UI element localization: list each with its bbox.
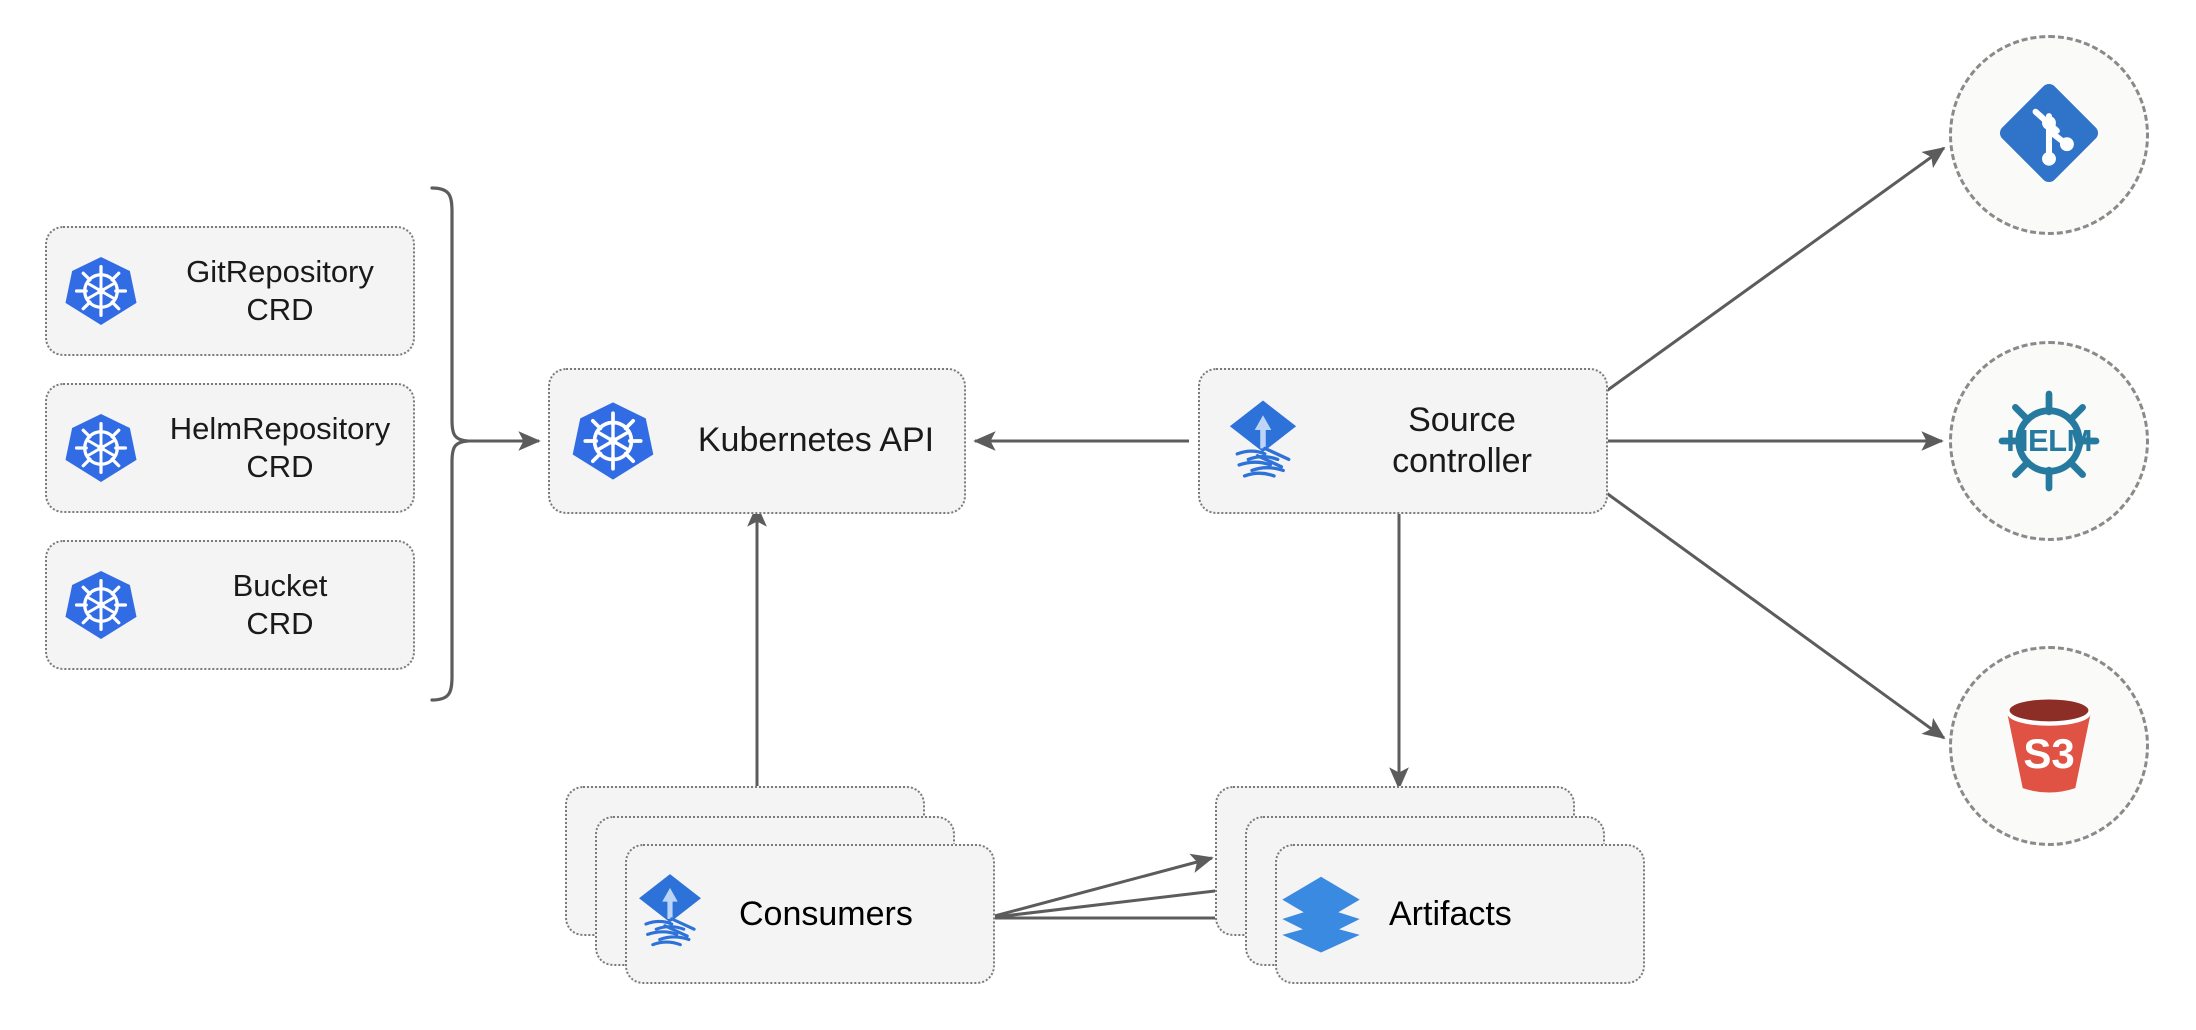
layers-icon (1277, 868, 1389, 961)
crd-card-label: HelmRepository CRD (169, 411, 391, 484)
s3-icon: S3 (1994, 694, 2104, 798)
kubernetes-icon (550, 399, 676, 483)
artifacts-layer-front[interactable]: Artifacts (1275, 844, 1645, 984)
crd-card-label: GitRepository CRD (186, 254, 374, 327)
node-label: Consumers (739, 894, 913, 933)
git-icon (1993, 77, 2105, 194)
crd-card-label: Bucket CRD (232, 568, 328, 641)
crd-card-bucket[interactable]: Bucket CRD (45, 540, 415, 670)
helm-icon: HELM (1993, 385, 2105, 497)
edge-consumers-to-artifacts-1 (986, 853, 1214, 920)
crd-card-helmrepository[interactable]: HelmRepository CRD (45, 383, 415, 513)
kubernetes-icon (47, 568, 155, 642)
node-label: Kubernetes API (697, 421, 935, 460)
kubernetes-icon (47, 411, 155, 485)
kubernetes-icon (47, 254, 155, 328)
node-label: Source controller (1392, 400, 1532, 480)
node-kubernetes-api[interactable]: Kubernetes API (548, 368, 966, 514)
edge-consumers-to-artifacts-2 (986, 880, 1242, 920)
edge-source-controller-to-git (1604, 146, 1946, 394)
endpoint-helm[interactable]: HELM (1949, 341, 2149, 541)
helm-wordmark: HELM (2006, 423, 2092, 458)
s3-wordmark: S3 (2023, 730, 2075, 777)
flux-icon (1200, 395, 1326, 487)
endpoint-s3[interactable]: S3 (1949, 646, 2149, 846)
flux-icon (627, 869, 739, 960)
edge-source-controller-to-s3 (1604, 490, 1946, 740)
consumers-layer-front[interactable]: Consumers (625, 844, 995, 984)
node-source-controller[interactable]: Source controller (1198, 368, 1608, 514)
node-artifacts[interactable]: Artifacts (1215, 786, 1645, 986)
crd-card-gitrepository[interactable]: GitRepository CRD (45, 226, 415, 356)
crd-group-brace (430, 186, 469, 702)
node-label: Artifacts (1389, 894, 1512, 933)
endpoint-git[interactable] (1949, 35, 2149, 235)
node-consumers[interactable]: Consumers (565, 786, 995, 986)
